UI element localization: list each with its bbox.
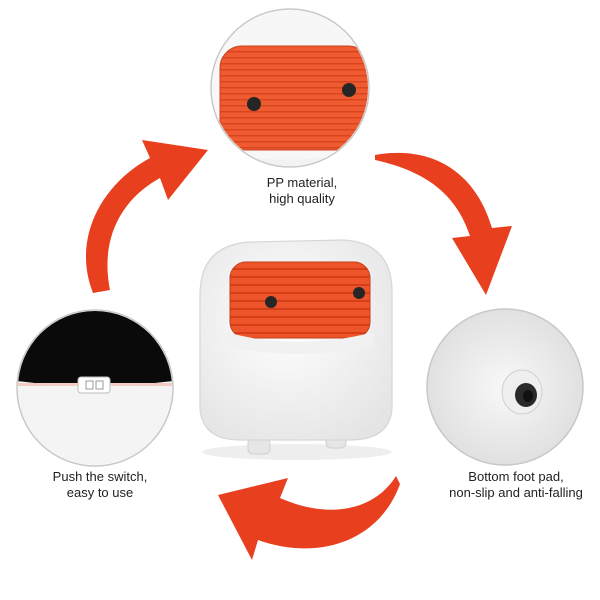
caption-top-line2: high quality: [269, 191, 335, 206]
trash-bin-product: [199, 239, 393, 460]
caption-pp-material: PP material, high quality: [232, 175, 372, 207]
caption-foot-pad: Bottom foot pad, non-slip and anti-falli…: [432, 469, 600, 501]
caption-right-line2: non-slip and anti-falling: [449, 485, 583, 500]
caption-left-line1: Push the switch,: [52, 469, 148, 484]
caption-top-line1: PP material,: [266, 175, 338, 190]
arrow-top-left-icon: [85, 140, 208, 293]
caption-left-line2: easy to use: [66, 485, 134, 500]
foot-pad-detail: [426, 308, 584, 466]
caption-right-line1: Bottom foot pad,: [468, 469, 564, 484]
arrow-top-right-icon: [375, 152, 512, 295]
caption-push-switch: Push the switch, easy to use: [30, 469, 170, 501]
push-switch-detail: [16, 309, 174, 467]
lid-texture-detail: [210, 8, 370, 168]
arrow-bottom-icon: [218, 476, 400, 560]
